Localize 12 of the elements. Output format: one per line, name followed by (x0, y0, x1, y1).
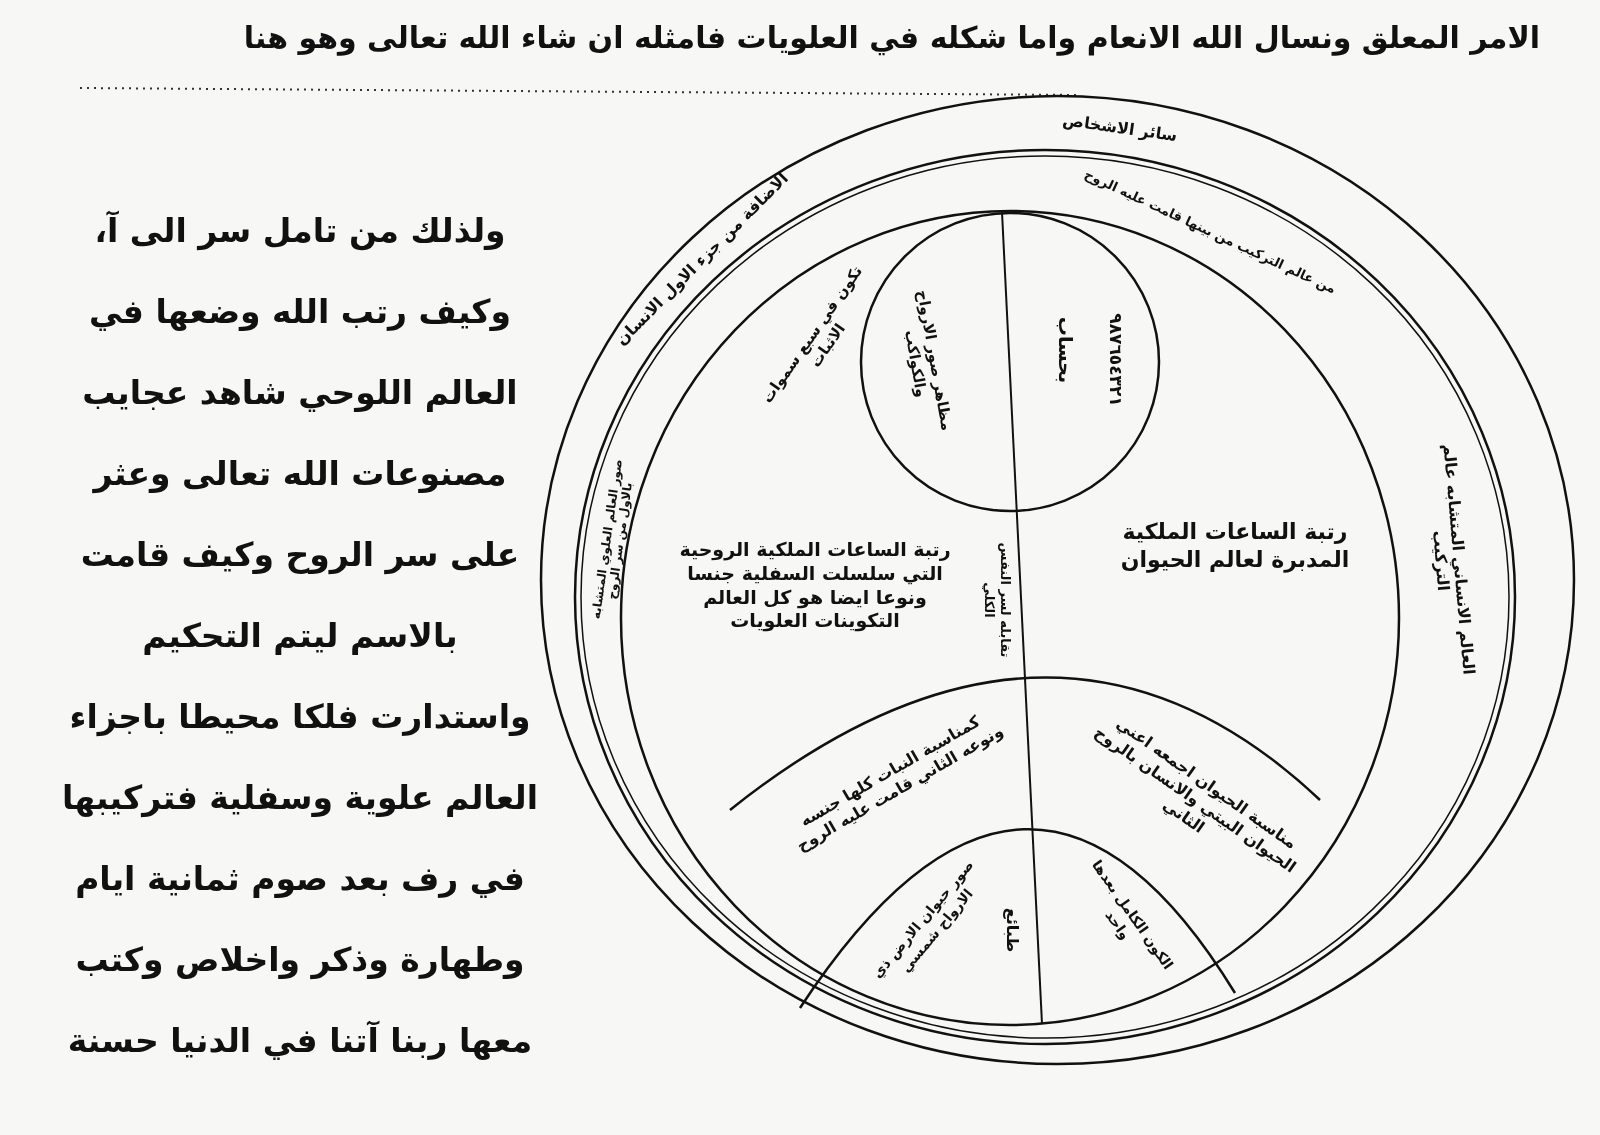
region-text: رتبة الساعات الملكية المدبرة لعالم الحيوان (1120, 517, 1350, 573)
ring-text: صور العالم العلوي المتشابه بالاول من سر الروح (587, 457, 637, 622)
body-paragraph: ولذلك من تامل سر الى آ، وكيف رتب الله وضعها في العالم اللوحي شاهد عجايب مصنوعات الله تعالى وعثر على سر الروح وكيف قامت بالاسم ليتم التحكيم واستدارت فلكا محيطا باجزاء العالم علوية وسفلية فتركيبها في رف بعد صوم ثمانية ايام وطهارة وذكر واخلاص وكتب معها ربنا آتنا في الدنيا حسنة (60, 209, 540, 1062)
region-text: رتبة الساعات الملكية الروحية التي سلسلت السفلية جنسا ونوعا ايضا هو كل العالم التكوينات العلويات (678, 537, 952, 633)
ring-text: العالم الانساني المتشابه عالم التركيب (1428, 441, 1480, 678)
heading-text: الامر المعلق ونسال الله الانعام واما شكله في العلويات فامثله ان شاء الله تعالى وهو هنا (242, 19, 1540, 58)
region-text: تقابله لسر النفس الكلي (981, 541, 1014, 660)
ring-text: من عالم التركيب من بينها قامت عليه الروح (1081, 165, 1340, 299)
circle-text: بحساب (1053, 315, 1077, 386)
circle-text: ٩٨٧٦٥٤٣٢١ (1104, 312, 1126, 409)
ring-text: سائر الاشخاص (1060, 109, 1180, 148)
circle-text: مظاهر صور الارواح والكواكب (900, 287, 957, 434)
